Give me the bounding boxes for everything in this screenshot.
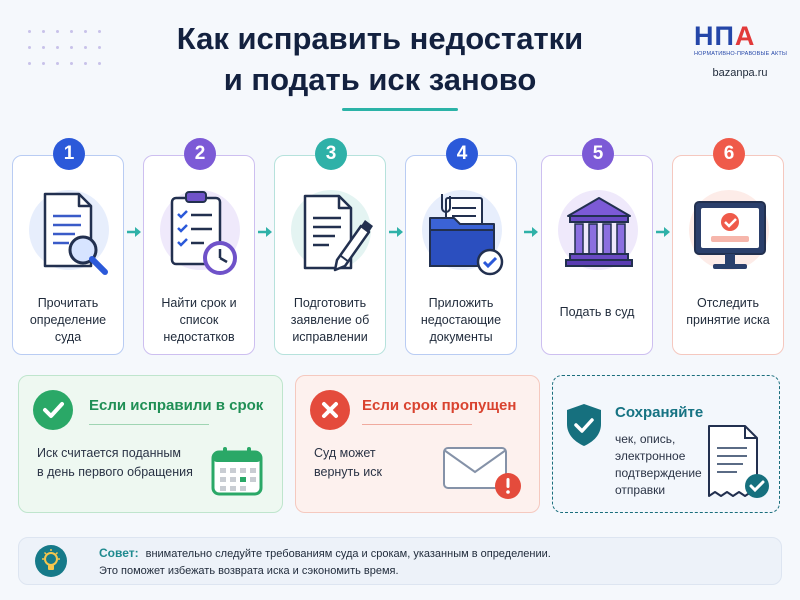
- document-magnifier-icon: [43, 192, 108, 275]
- card-save-title: Сохраняйте: [615, 404, 704, 421]
- document-pencil-icon: [303, 194, 373, 272]
- arrow-right-icon: [656, 227, 670, 237]
- card-in-time-line1: Иск считается поданным: [37, 446, 182, 460]
- step-number-3: 3: [315, 138, 347, 170]
- page-title-line1: Как исправить недостатки: [176, 21, 584, 56]
- card-in-time-text: Иск считается поданным в день первого об…: [37, 444, 193, 482]
- step-card-3: 3 Подготовить заявление об исправлении: [274, 138, 386, 355]
- step-card-4: 4 Приложить недостающие документы: [405, 138, 517, 355]
- logo-letter-a: А: [734, 21, 754, 51]
- card-missed-line2: вернуть иск: [314, 465, 382, 479]
- arrow-right-icon: [524, 227, 538, 237]
- page-title: Как исправить недостатки и подать иск за…: [150, 18, 610, 100]
- page-title-line2: и подать иск заново: [223, 62, 537, 97]
- checkmark-icon: [33, 390, 73, 430]
- courthouse-icon: [565, 197, 633, 267]
- card-save-text: чек, опись, электронное подтверждение от…: [615, 431, 702, 499]
- logo: Н П А НОРМАТИВНО-ПРАВОВЫЕ АКТЫ bazanpa.r…: [694, 22, 788, 79]
- tip-banner: Совет: внимательно следуйте требованиям с…: [18, 537, 782, 585]
- step-number-6: 6: [713, 138, 745, 170]
- decorative-dots: [28, 30, 112, 65]
- arrow-right-icon: [127, 227, 141, 237]
- step-label-6: Отследить принятие иска: [686, 296, 770, 327]
- logo-subtitle: НОРМАТИВНО-ПРАВОВЫЕ АКТЫ: [694, 51, 788, 57]
- tip-text-1: внимательно следуйте требованиям суда и …: [145, 548, 551, 560]
- card-save-line4: отправки: [615, 483, 666, 497]
- step-label-2: Найти срок и список недостатков: [161, 296, 237, 344]
- card-save-line3: подтверждение: [615, 466, 702, 480]
- shield-check-icon: [567, 404, 601, 446]
- close-icon: [310, 390, 350, 430]
- step-number-4: 4: [446, 138, 478, 170]
- logo-mark: Н П А: [694, 22, 786, 50]
- card-missed-line1: Суд может: [314, 446, 376, 460]
- envelope-warning-icon: [443, 447, 521, 499]
- logo-site[interactable]: bazanpa.ru: [712, 67, 768, 79]
- step-label-5: Подать в суд: [559, 305, 635, 319]
- card-in-time-title: Если исправили в срок: [89, 397, 264, 414]
- card-in-time: Если исправили в срок Иск считается пода…: [18, 375, 283, 513]
- arrow-right-icon: [389, 227, 403, 237]
- checklist-clock-icon: [170, 191, 237, 275]
- arrow-right-icon: [258, 227, 272, 237]
- divider: [362, 424, 472, 425]
- step-number-5: 5: [582, 138, 614, 170]
- card-missed-text: Суд может вернуть иск: [314, 444, 382, 482]
- card-save-line2: электронное: [615, 449, 686, 463]
- tip-label: Совет:: [99, 546, 139, 560]
- logo-letter-n: Н: [694, 21, 713, 51]
- lightbulb-icon: [35, 545, 67, 577]
- divider: [89, 424, 209, 425]
- step-label-1: Прочитать определение суда: [29, 296, 107, 344]
- tip-line1: Совет: внимательно следуйте требованиям с…: [99, 546, 551, 560]
- title-underline: [342, 108, 458, 111]
- card-missed: Если срок пропущен Суд может вернуть иск: [295, 375, 540, 513]
- card-in-time-line2: в день первого обращения: [37, 465, 193, 479]
- step-card-2: 2 Найти срок и список недостатков: [143, 138, 255, 355]
- tip-line2: Это поможет избежать возврата иска и сэк…: [99, 565, 399, 577]
- step-card-6: 6 Отследить принятие иска: [672, 138, 784, 355]
- step-number-1: 1: [53, 138, 85, 170]
- card-save-line1: чек, опись,: [615, 432, 676, 446]
- monitor-check-icon: [694, 201, 766, 269]
- logo-letter-p: П: [714, 21, 734, 51]
- calendar-icon: [211, 447, 263, 496]
- step-number-2: 2: [184, 138, 216, 170]
- step-card-1: 1 Прочитать определение суда: [12, 138, 124, 355]
- step-label-4: Приложить недостающие документы: [420, 296, 502, 344]
- step-label-3: Подготовить заявление об исправлении: [290, 296, 370, 344]
- card-save: Сохраняйте чек, опись, электронное подтв…: [552, 375, 780, 513]
- folder-check-icon: [429, 194, 504, 276]
- receipt-check-icon: [708, 425, 769, 498]
- step-card-5: 5 Подать в суд: [541, 138, 653, 355]
- card-missed-title: Если срок пропущен: [362, 397, 517, 414]
